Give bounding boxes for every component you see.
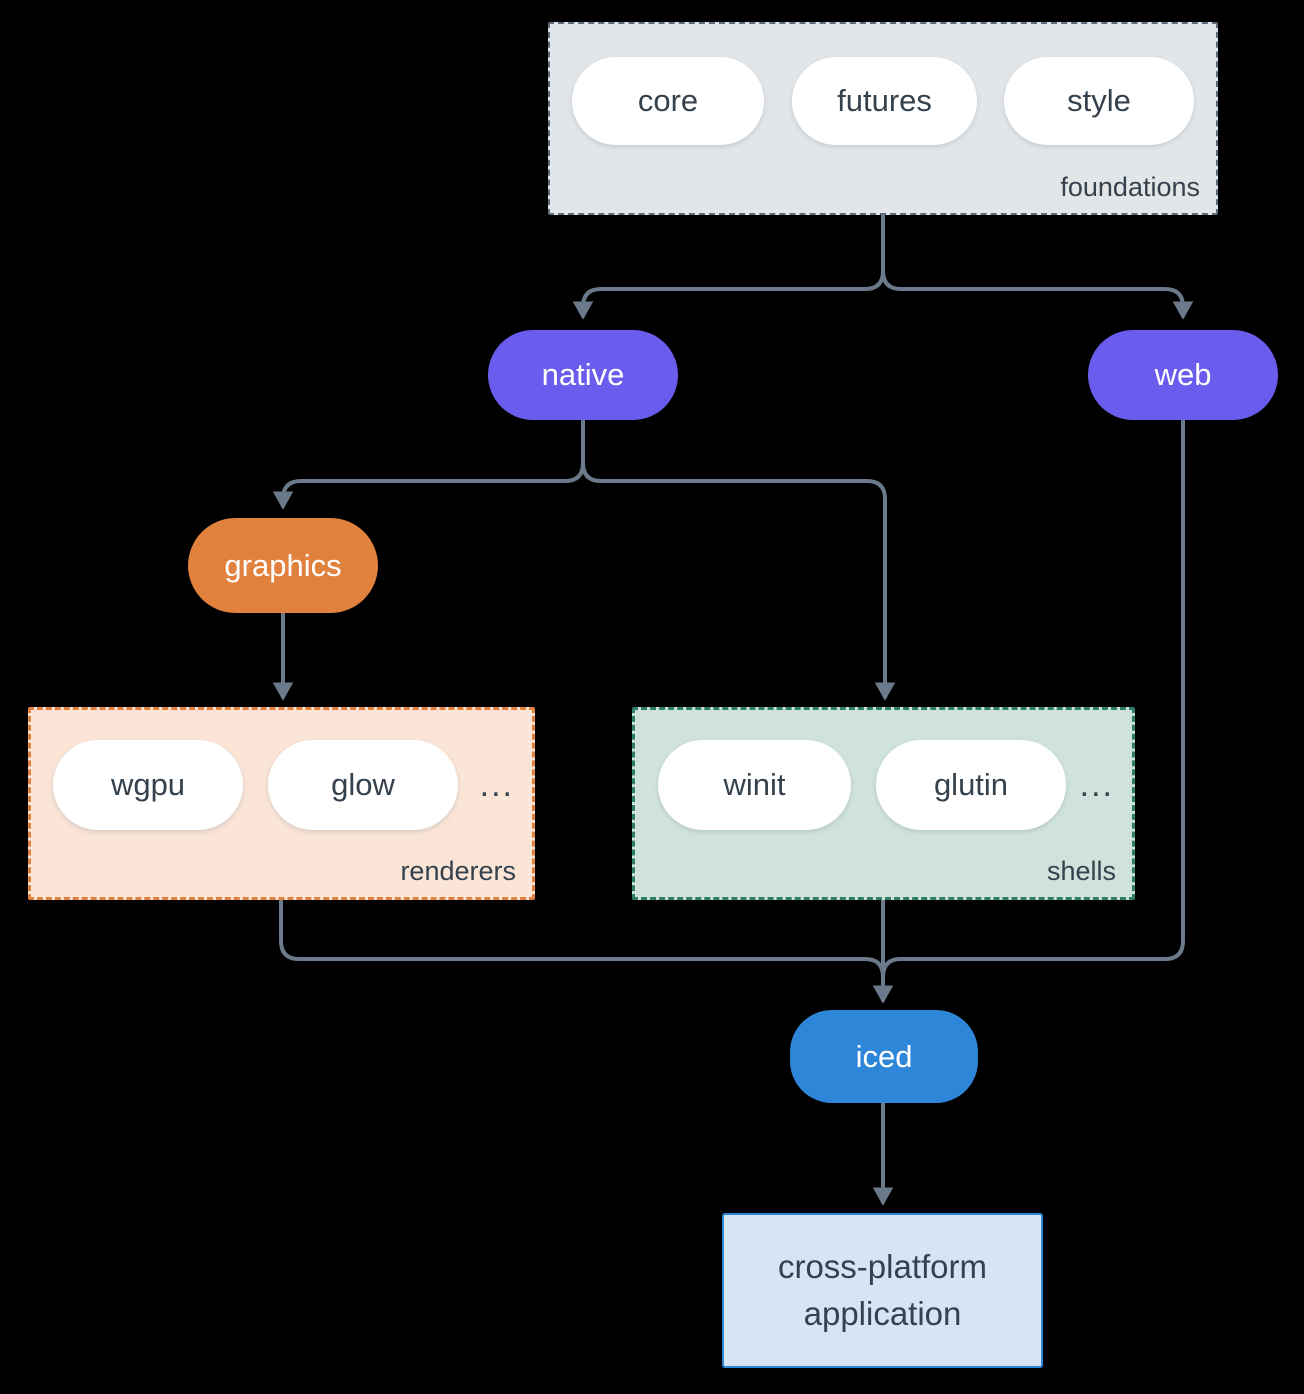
renderers-group: wgpu glow ... renderers (28, 707, 535, 900)
node-web: web (1088, 330, 1278, 420)
application-label-line2: application (803, 1294, 962, 1332)
node-futures: futures (792, 57, 977, 145)
node-iced: iced (790, 1010, 978, 1103)
line-renderers-to-merge (279, 898, 885, 987)
node-wgpu-label: wgpu (110, 767, 186, 802)
node-glow: glow (268, 740, 458, 830)
arrow-native-to-shells (581, 418, 896, 701)
arrow-foundations-to-web (881, 213, 1194, 320)
node-futures-label: futures (837, 83, 932, 118)
node-winit: winit (658, 740, 851, 830)
node-glutin: glutin (876, 740, 1066, 830)
shells-group: winit glutin ... shells (632, 707, 1135, 900)
foundations-group: core futures style foundations (548, 22, 1218, 215)
application-label-line1: cross-platform (777, 1247, 988, 1285)
node-graphics: graphics (188, 518, 378, 613)
line-web-to-merge (881, 418, 1185, 987)
node-native: native (488, 330, 678, 420)
node-web-label: web (1154, 357, 1212, 392)
node-core: core (572, 57, 764, 145)
node-style: style (1004, 57, 1194, 145)
node-core-label: core (637, 83, 699, 118)
node-glutin-label: glutin (933, 767, 1009, 802)
node-native-label: native (541, 357, 625, 392)
arrow-foundations-to-native (572, 213, 885, 320)
foundations-group-label: foundations (1060, 172, 1200, 202)
node-wgpu: wgpu (53, 740, 243, 830)
node-iced-label: iced (855, 1038, 913, 1074)
renderers-group-label: renderers (400, 856, 516, 886)
arrow-native-to-graphics (272, 418, 585, 510)
shells-group-label: shells (1046, 856, 1116, 886)
node-winit-label: winit (723, 767, 786, 802)
renderers-ellipsis: ... (479, 765, 514, 804)
cross-platform-application-box: cross-platform application (722, 1213, 1043, 1368)
node-style-label: style (1067, 83, 1131, 118)
shells-ellipsis: ... (1079, 765, 1114, 804)
node-glow-label: glow (331, 767, 395, 802)
node-graphics-label: graphics (224, 547, 342, 583)
